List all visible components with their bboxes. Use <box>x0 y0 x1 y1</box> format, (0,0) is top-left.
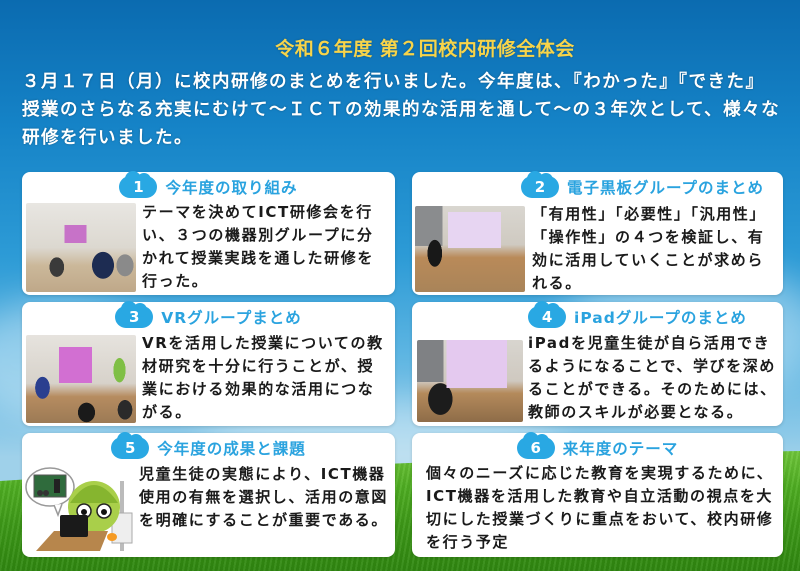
card-heading: 1 今年度の取り組み <box>22 171 395 198</box>
card-results-and-issues: 5 今年度の成果と課題 児童生徒の実態により、ICT機器使用の有無を選択し、活用… <box>22 432 395 557</box>
number-cloud-icon: 4 <box>528 301 567 328</box>
card-title: 今年度の成果と課題 <box>157 440 306 458</box>
card-title: VRグループまとめ <box>161 309 302 327</box>
card-body: テーマを決めてICT研修会を行い、３つの機器別グループに分かれて授業実践を通した… <box>142 203 374 290</box>
card-heading: 2 電子黒板グループのまとめ <box>412 171 783 198</box>
card-title: 電子黒板グループのまとめ <box>566 179 765 197</box>
mascot-with-tablet-illustration <box>25 467 133 551</box>
card-heading: 4 iPadグループのまとめ <box>412 301 783 328</box>
card-ipad-group: 4 iPadグループのまとめ iPadを児童生徒が自ら活用できるようになることで… <box>412 301 783 426</box>
card-body: 個々のニーズに応じた教育を実現するために、ICT機器を活用した教育や自立活動の視… <box>426 464 774 551</box>
vr-presentation-photo <box>26 335 136 423</box>
number-cloud-icon: 2 <box>520 171 559 198</box>
card-title: iPadグループのまとめ <box>574 309 747 327</box>
card-heading: 6 来年度のテーマ <box>412 432 783 459</box>
card-title: 今年度の取り組み <box>165 179 298 197</box>
card-heading: 3 VRグループまとめ <box>22 301 395 328</box>
card-body: 「有用性」「必要性」「汎用性」「操作性」の４つを検証し、有効に活用していくことが… <box>532 205 767 292</box>
card-vr-group: 3 VRグループまとめ VRを活用した授業についての教材研究を十分に行うことが、… <box>22 301 395 426</box>
card-body: 児童生徒の実態により、ICT機器使用の有無を選択し、活用の意図を明確にすることが… <box>139 465 389 529</box>
page-title: 令和６年度 第２回校内研修全体会 <box>275 38 575 60</box>
training-session-photo <box>26 203 136 292</box>
number-cloud-icon: 1 <box>119 171 158 198</box>
number-cloud-icon: 5 <box>111 432 150 459</box>
card-body: iPadを児童生徒が自ら活用できるようになることで、学びを深めることができる。そ… <box>528 334 777 421</box>
number-cloud-icon: 3 <box>115 301 154 328</box>
electronic-blackboard-photo <box>415 206 525 292</box>
card-heading: 5 今年度の成果と課題 <box>22 432 395 459</box>
number-cloud-icon: 6 <box>516 432 555 459</box>
card-body: VRを活用した授業についての教材研究を十分に行うことが、授業における効果的な活用… <box>142 334 384 421</box>
card-electronic-blackboard: 2 電子黒板グループのまとめ 「有用性」「必要性」「汎用性」「操作性」の４つを検… <box>412 171 783 295</box>
card-title: 来年度のテーマ <box>562 440 679 458</box>
card-this-year-efforts: 1 今年度の取り組み テーマを決めてICT研修会を行い、３つの機器別グループに分… <box>22 171 395 295</box>
ipad-presentation-photo <box>417 340 523 422</box>
card-next-year-theme: 6 来年度のテーマ 個々のニーズに応じた教育を実現するために、ICT機器を活用し… <box>412 432 783 557</box>
intro-paragraph: ３月１７日（月）に校内研修のまとめを行いました。今年度は、『わかった』『できた』… <box>22 72 781 148</box>
